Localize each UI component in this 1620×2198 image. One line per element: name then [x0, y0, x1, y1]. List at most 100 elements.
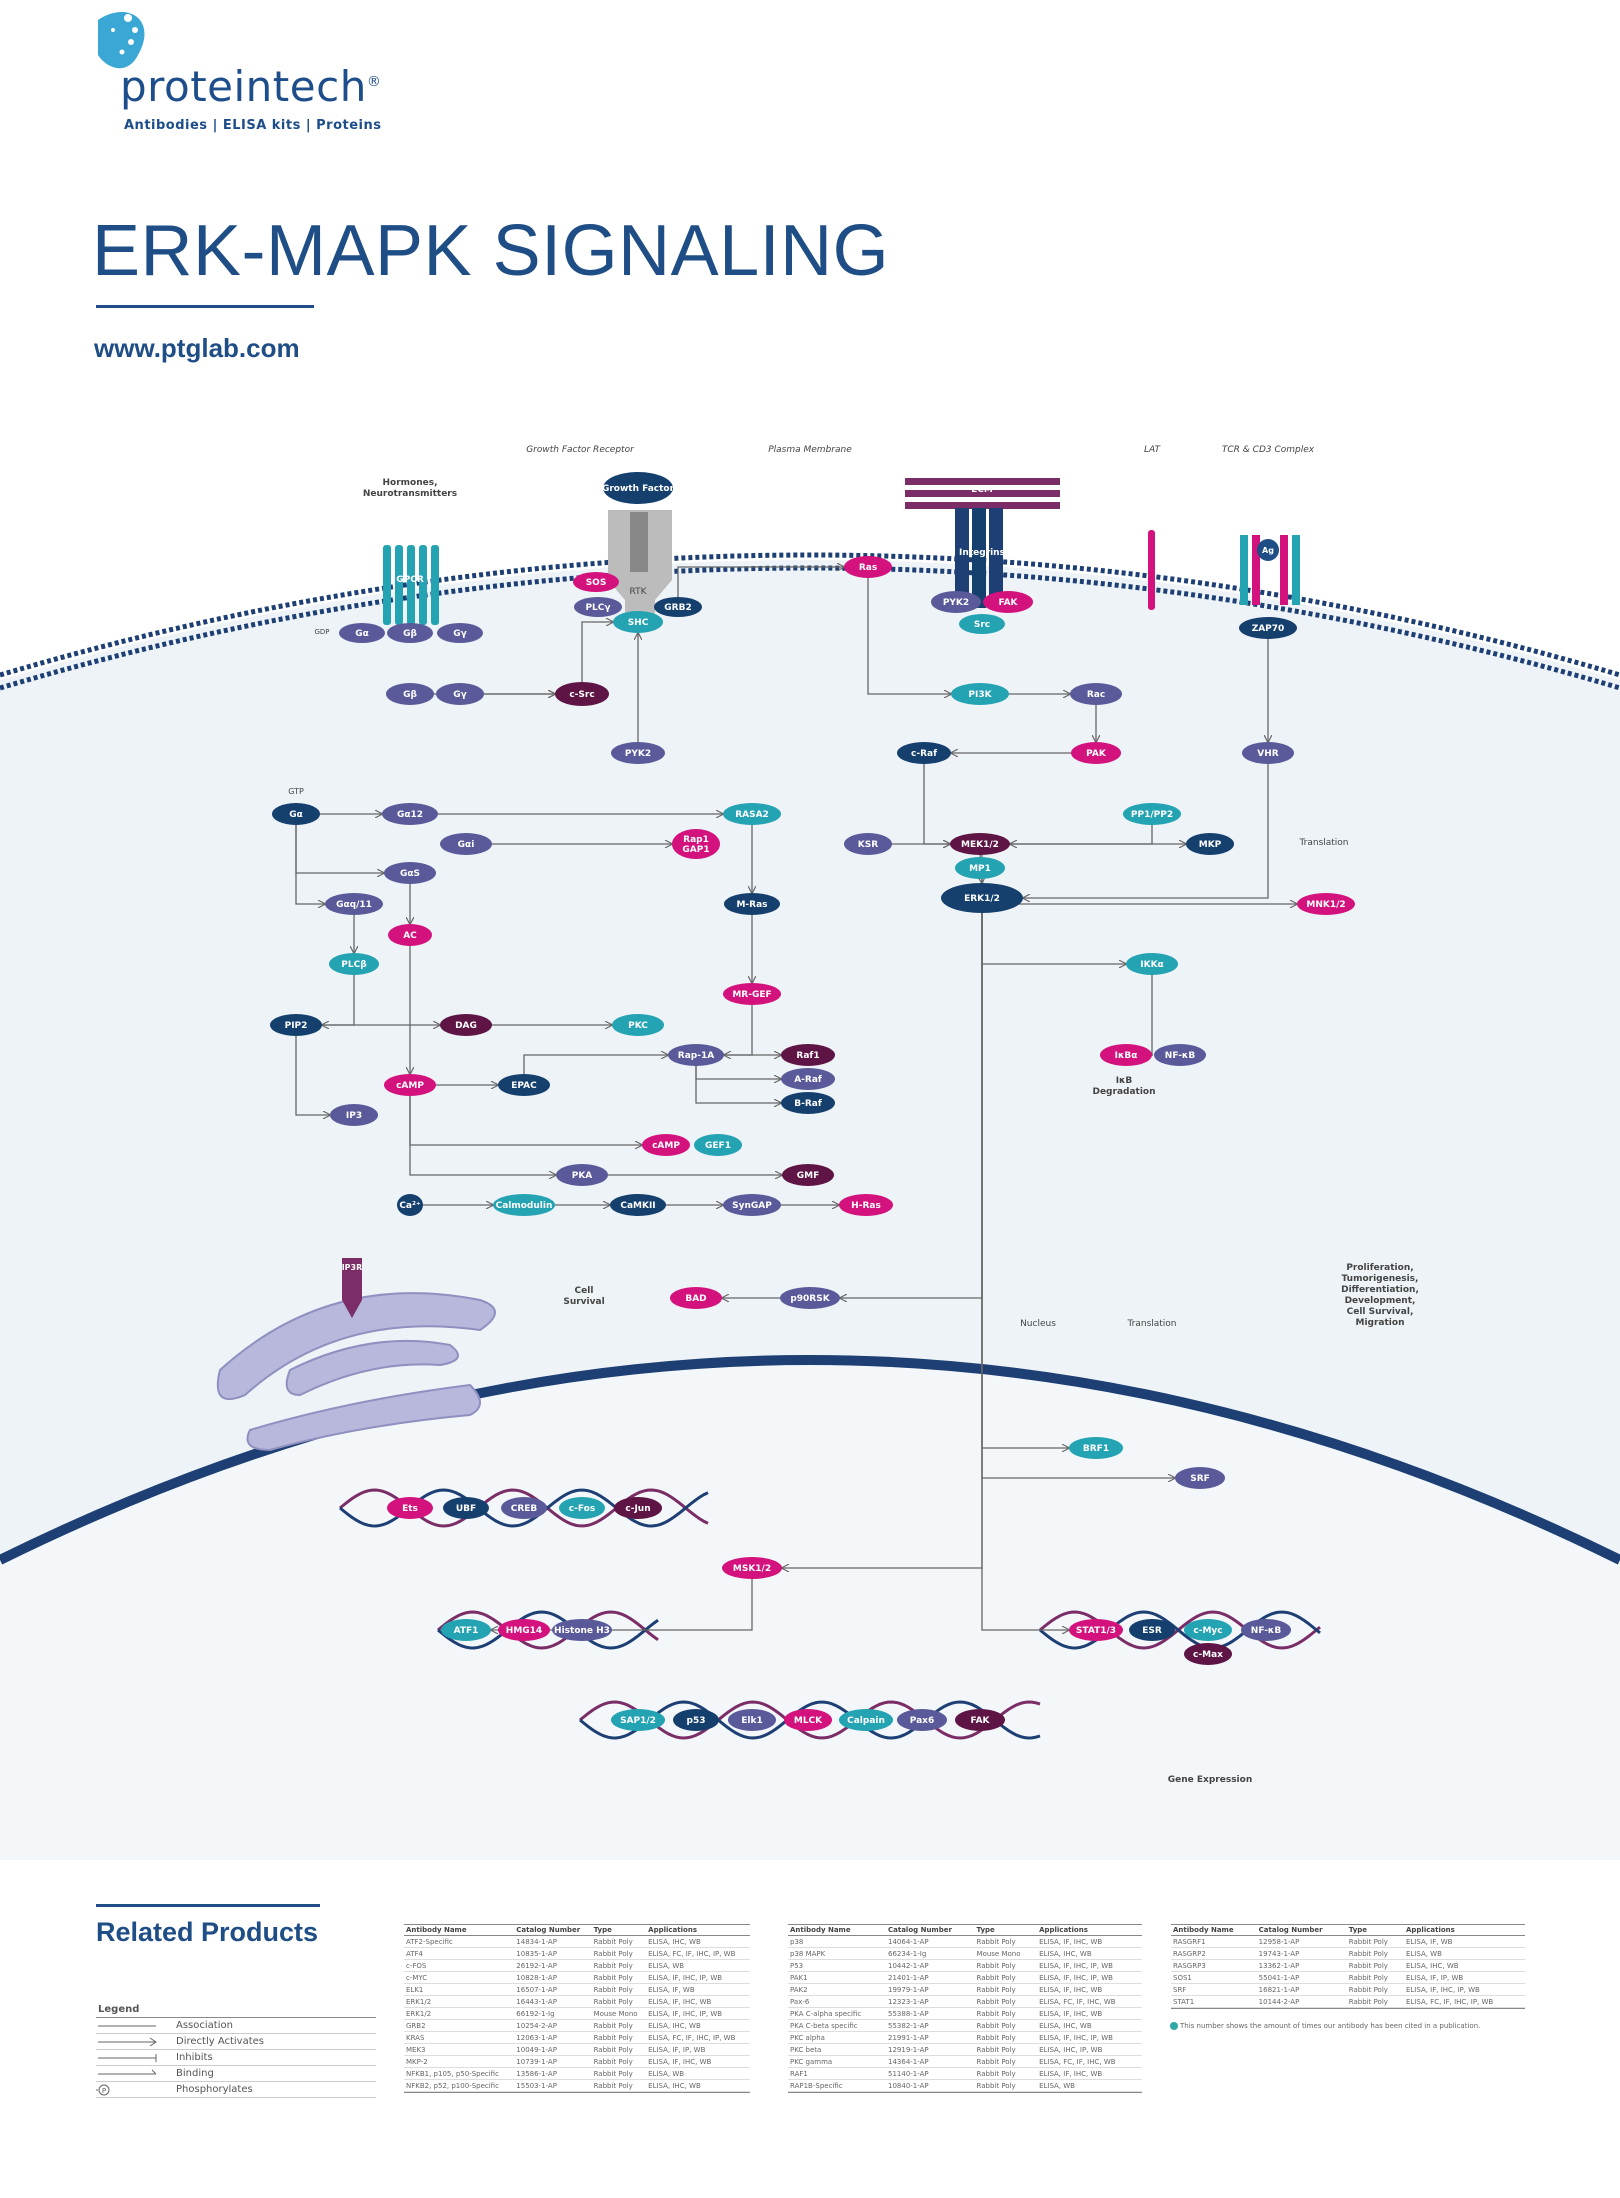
node-syngap: SynGAP [723, 1194, 781, 1216]
table-cell: Mouse Mono [591, 2007, 647, 2020]
node-stat13-shape [1069, 1619, 1123, 1641]
column-header: Catalog Number [1256, 1925, 1347, 1936]
table-cell: 10840-1-AP [886, 2079, 975, 2092]
node-cjun: c-Jun [614, 1497, 662, 1519]
node-gef1-shape [694, 1134, 742, 1156]
legend-symbol-icon [96, 2068, 176, 2080]
node-ip3: IP3 [330, 1104, 378, 1126]
node-elk1-shape [728, 1709, 776, 1731]
legend-label: Binding [176, 2068, 214, 2079]
node-pkc-label: PKC [628, 1021, 648, 1031]
table-cell: ERK1/2 [404, 2007, 515, 2020]
node-sos-label: SOS [586, 578, 607, 588]
table-cell: ELISA, IF, IHC, WB [1037, 2007, 1142, 2020]
node-ip3-shape [330, 1104, 378, 1126]
table-cell: Rabbit Poly [974, 1971, 1038, 1984]
label-translation1: Translation [1298, 838, 1348, 848]
node-craf: c-Raf [897, 742, 951, 764]
node-pyk2-top-label: PYK2 [943, 598, 969, 608]
node-pip2-shape [270, 1014, 322, 1036]
node-pyk2-top: PYK2 [931, 591, 981, 613]
node-shc-label: SHC [628, 618, 649, 628]
node-ggamma-top: Gγ [437, 623, 483, 643]
node-p53: p53 [673, 1709, 719, 1731]
label-ip3r: IP3R [342, 1263, 363, 1272]
table-cell: ELISA, IHC, WB [1403, 1959, 1525, 1972]
node-ikka: IKKα [1126, 953, 1178, 975]
table-cell: 13362-1-AP [1256, 1959, 1347, 1972]
node-brf1-shape [1069, 1437, 1123, 1459]
column-header: Antibody Name [404, 1925, 515, 1936]
node-pyk2-label: PYK2 [625, 749, 651, 759]
table-cell: p38 [788, 1935, 886, 1948]
node-cmyc: c-Myc [1184, 1619, 1232, 1641]
node-ets-label: Ets [402, 1504, 418, 1514]
brand-name: proteintech® [120, 62, 382, 111]
node-pak-label: PAK [1086, 749, 1107, 759]
node-bad-shape [670, 1287, 722, 1309]
table-cell: Rabbit Poly [591, 1935, 647, 1948]
table-cell: 21401-1-AP [886, 1971, 975, 1984]
table-cell: PKC gamma [788, 2055, 886, 2068]
node-pak: PAK [1071, 742, 1121, 764]
node-ikba-label: IκBα [1115, 1051, 1138, 1061]
node-braf-label: B-Raf [794, 1099, 822, 1109]
edge-vhr-erk12 [1023, 764, 1269, 898]
table-cell: ATF2-Specific [404, 1935, 515, 1948]
node-galphaq11: Gαq/11 [325, 893, 383, 915]
node-ubf: UBF [443, 1497, 489, 1519]
legend-symbol-icon: P [96, 2084, 176, 2096]
table-cell: 19743-1-AP [1256, 1947, 1347, 1960]
node-araf-shape [781, 1068, 835, 1090]
table-cell: ELISA, IHC, IP, WB [1037, 2043, 1142, 2056]
node-camp-label: cAMP [396, 1081, 424, 1091]
node-ggamma-label: Gγ [453, 690, 467, 700]
node-gbeta-top-label: Gβ [403, 629, 417, 639]
node-calmodulin-label: Calmodulin [496, 1201, 553, 1211]
node-vhr: VHR [1242, 742, 1294, 764]
node-mras: M-Ras [724, 893, 780, 915]
node-pka-label: PKA [572, 1171, 593, 1181]
table-cell: 10144-2-AP [1256, 1995, 1347, 2008]
website-link[interactable]: www.ptglab.com [94, 333, 300, 363]
node-nfkb2: NF-κB [1241, 1619, 1291, 1641]
node-ac-shape [388, 924, 432, 946]
table-cell: ELISA, FC, IF, IHC, IP, WB [1403, 1995, 1525, 2008]
table-cell: P53 [788, 1959, 886, 1972]
table-cell: 10254-2-AP [514, 2019, 592, 2032]
node-ubf-label: UBF [456, 1504, 476, 1514]
node-rasa2-label: RASA2 [735, 810, 769, 820]
node-creb-shape [501, 1497, 547, 1519]
node-mnk12-shape [1297, 893, 1355, 915]
node-mlck-shape [784, 1709, 832, 1731]
node-hmg14: HMG14 [498, 1619, 550, 1641]
table-cell: Rabbit Poly [1346, 1959, 1404, 1972]
table-cell: ELISA, FC, IF, IHC, IP, WB [646, 2031, 750, 2044]
node-pak-shape [1071, 742, 1121, 764]
plasma-membrane [0, 552, 1620, 678]
label-pm: Plasma Membrane [768, 445, 852, 455]
node-csrc-label: c-Src [569, 690, 594, 700]
table-cell: 16507-1-AP [514, 1983, 592, 1996]
table-cell: Rabbit Poly [1346, 1995, 1404, 2008]
endoplasmic-reticulum [216, 1292, 496, 1452]
node-rap1a-label: Rap-1A [678, 1051, 714, 1061]
node-srf-shape [1175, 1467, 1225, 1489]
node-hras: H-Ras [839, 1194, 893, 1216]
table-cell: NFKB1, p105, p50-Specific [404, 2067, 515, 2080]
table-cell: MEK3 [404, 2043, 515, 2056]
node-atf1-shape [441, 1619, 491, 1641]
table-cell: 10835-1-AP [514, 1947, 592, 1960]
table-cell: Rabbit Poly [591, 2031, 647, 2044]
node-galpha-top-shape [339, 623, 385, 643]
node-mp1: MP1 [955, 857, 1005, 879]
node-elk1-label: Elk1 [741, 1716, 762, 1726]
